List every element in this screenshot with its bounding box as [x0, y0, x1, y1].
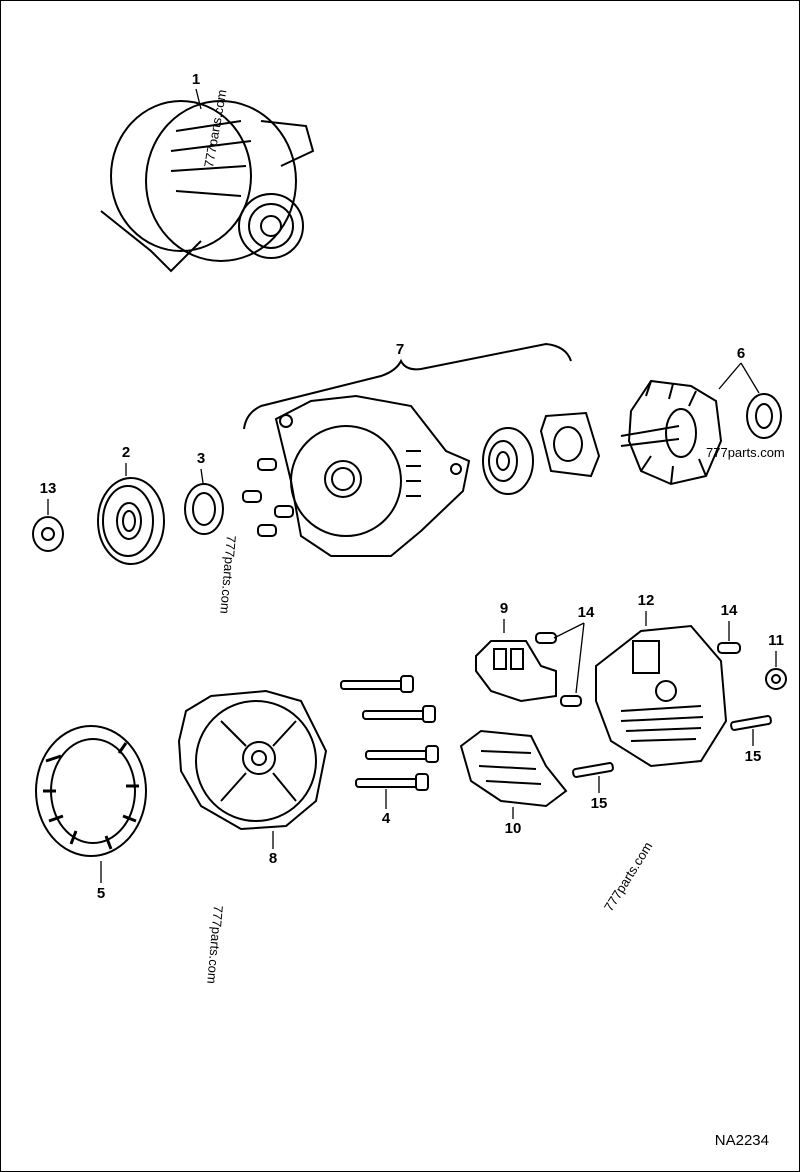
callout-1: 1 [191, 71, 201, 88]
through-bolts-4[interactable] [340, 675, 439, 791]
rotor-bearing[interactable] [746, 393, 782, 439]
callout-8: 8 [268, 850, 278, 867]
rear-cover-12[interactable] [595, 624, 728, 768]
rear-housing-8[interactable] [177, 689, 328, 831]
bolts-15[interactable] [572, 715, 772, 778]
callout-13: 13 [39, 480, 57, 497]
callout-5: 5 [96, 885, 106, 902]
stator-5[interactable] [35, 725, 147, 857]
callout-4: 4 [381, 810, 391, 827]
housing-screws[interactable] [242, 458, 294, 537]
alternator-assembly[interactable] [100, 100, 315, 273]
rectifier-10[interactable] [459, 729, 568, 808]
callout-7: 7 [395, 341, 405, 358]
callout-11: 11 [768, 632, 784, 649]
callout-14b: 14 [720, 602, 738, 619]
leader-lines [47, 88, 777, 883]
watermark: 777parts.com [706, 445, 785, 460]
callout-14a: 14 [577, 604, 595, 621]
front-housing[interactable] [274, 394, 471, 557]
callout-2: 2 [121, 444, 131, 461]
callout-3: 3 [196, 450, 206, 467]
nut-11[interactable] [765, 668, 787, 690]
callout-15a: 15 [744, 748, 762, 765]
nut-13[interactable] [32, 516, 64, 552]
spacer-3[interactable] [184, 483, 224, 535]
retainer-plate[interactable] [539, 411, 601, 478]
drawing-code: NA2234 [714, 1132, 769, 1149]
callout-10: 10 [504, 820, 522, 837]
callout-9: 9 [499, 600, 509, 617]
bracket-7 [243, 342, 572, 430]
rotor-6[interactable] [620, 379, 723, 486]
callout-6: 6 [736, 345, 746, 362]
pulley-2[interactable] [97, 477, 165, 565]
bearing[interactable] [482, 427, 534, 495]
callout-15b: 15 [590, 795, 608, 812]
brush-holder-9[interactable] [475, 640, 557, 703]
callout-12: 12 [637, 592, 655, 609]
screws-14[interactable] [535, 632, 741, 707]
